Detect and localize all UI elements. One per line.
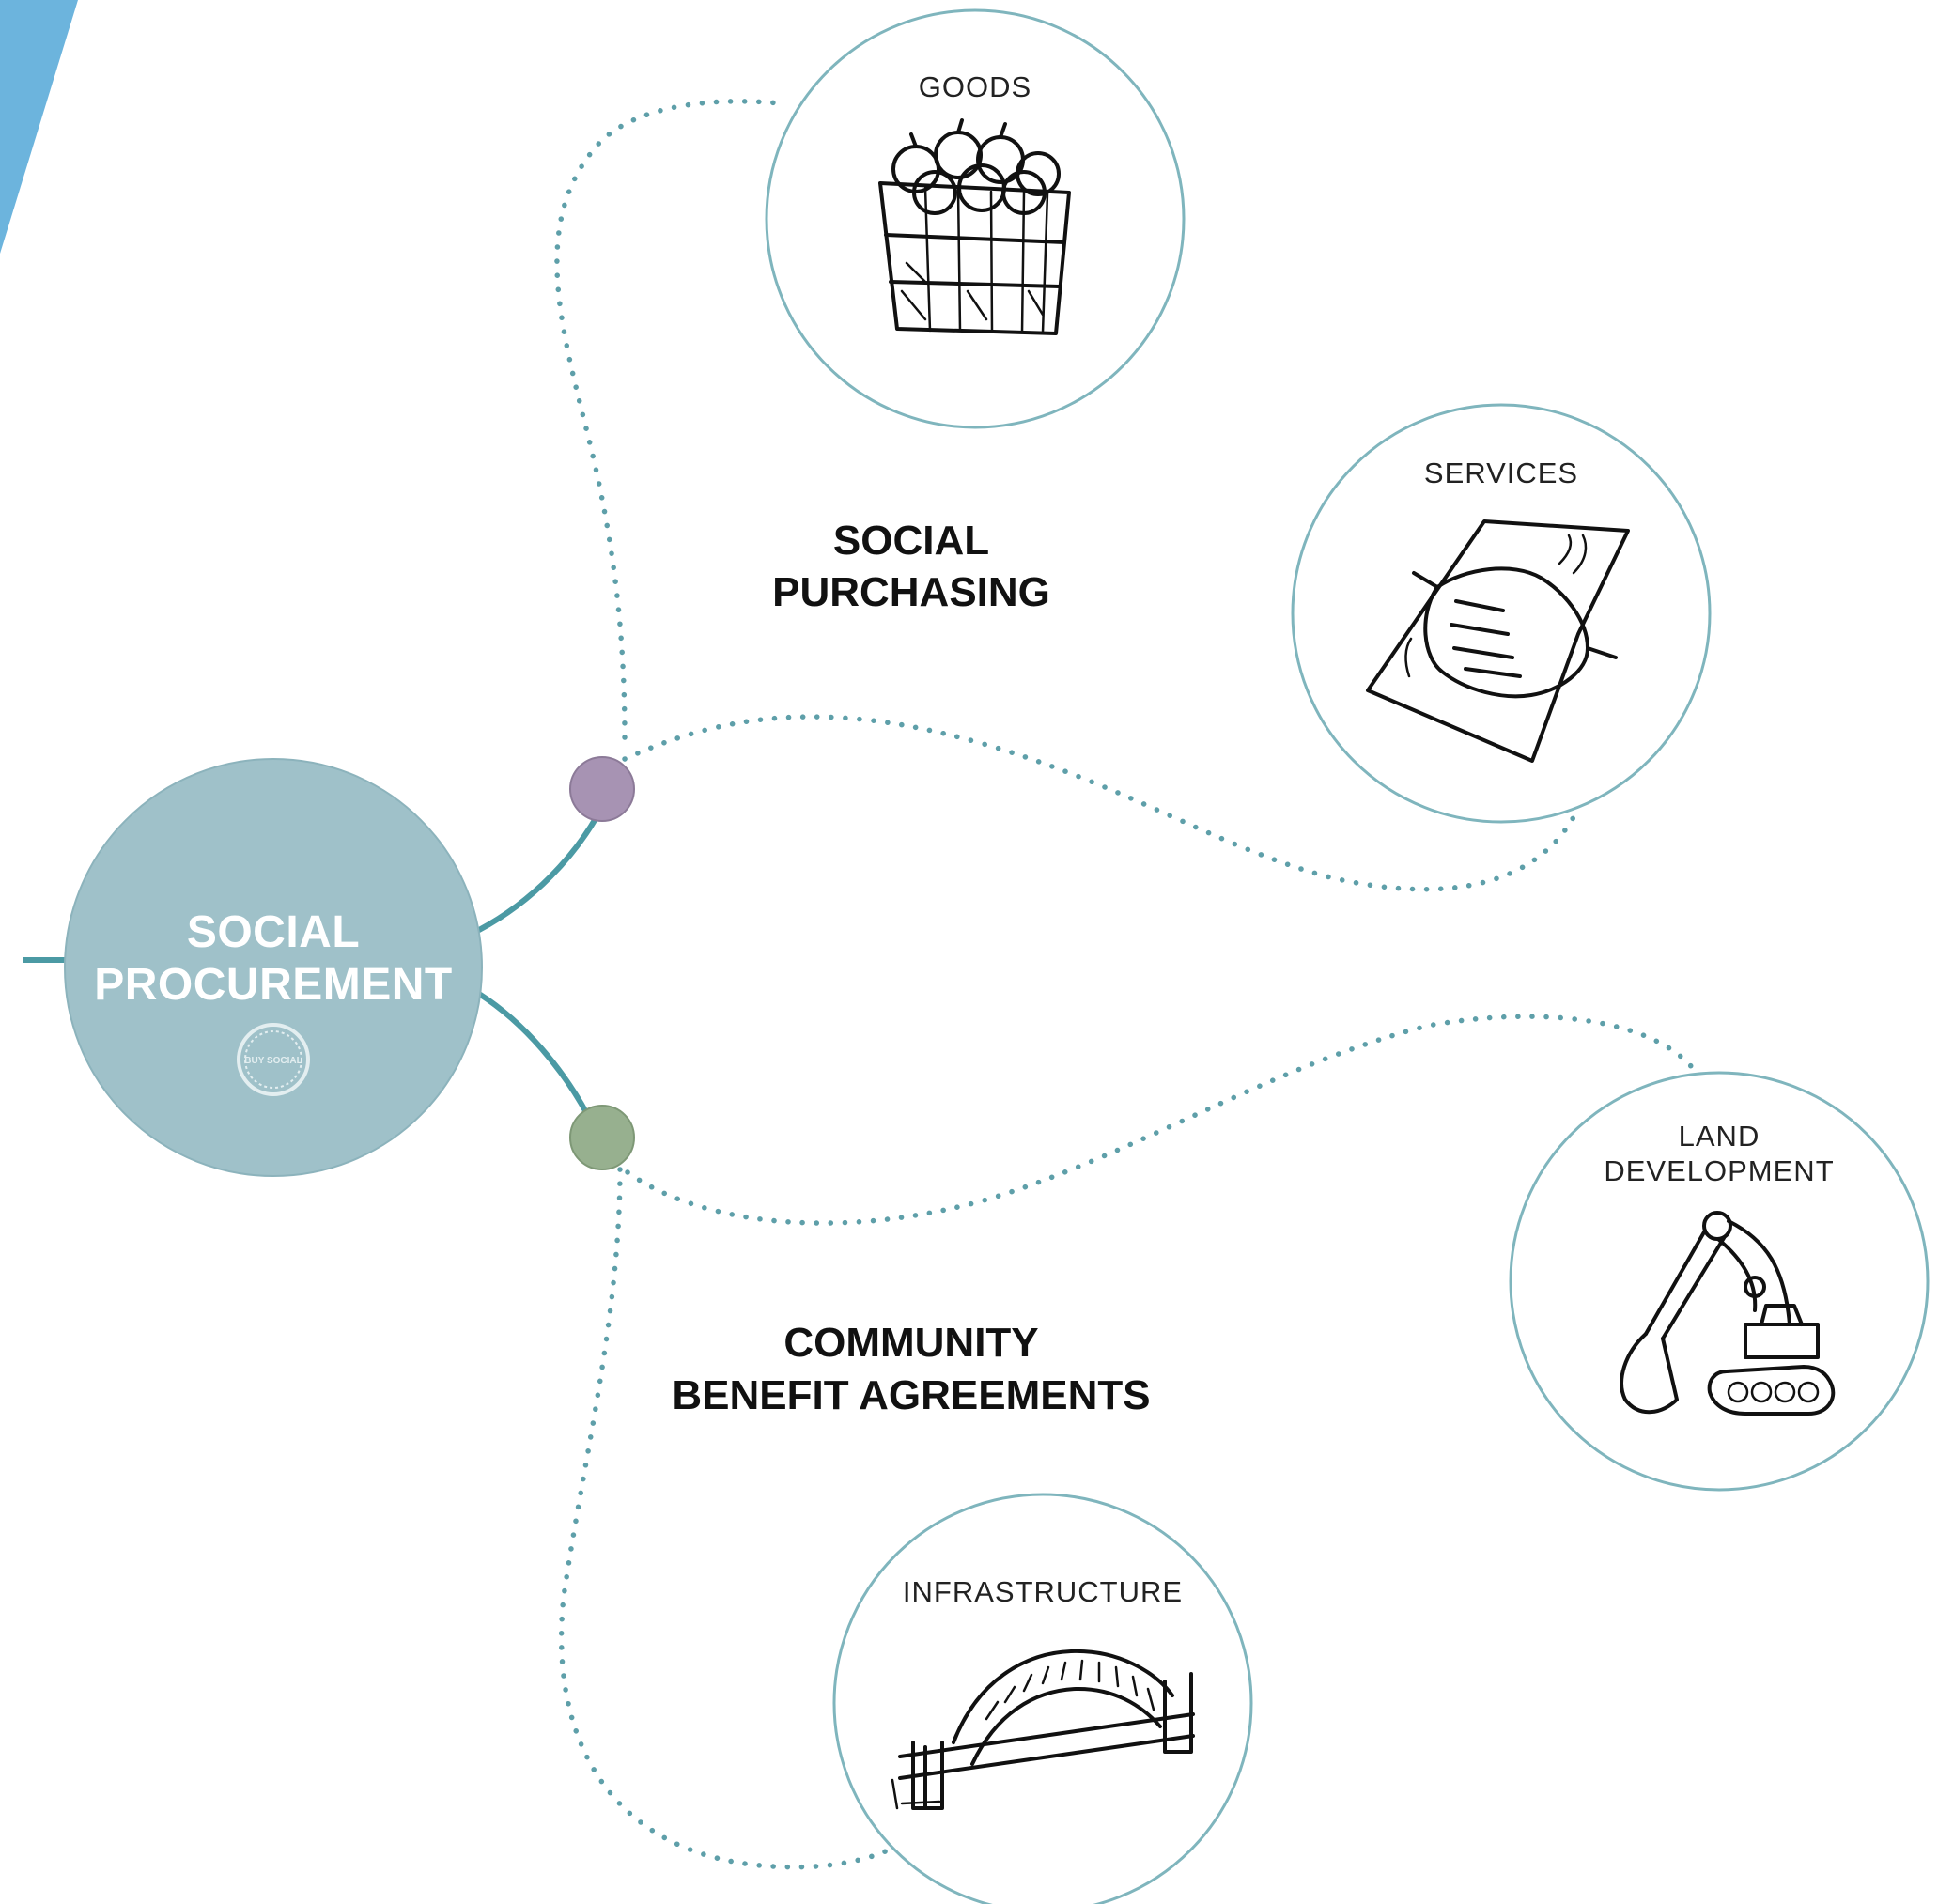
node-land-development-label-line1: LAND [1679, 1120, 1760, 1153]
basket-of-apples-icon [878, 118, 1071, 335]
node-services-label: SERVICES [1424, 457, 1578, 489]
buy-social-badge-icon: BUY SOCIAL [237, 1023, 310, 1096]
community-benefit-label-line1: COMMUNITY [783, 1320, 1038, 1366]
corner-accent-shape [0, 0, 78, 254]
social-purchasing-junction-dot [569, 756, 635, 822]
connector-social-purchasing [476, 813, 600, 933]
community-benefit-label-line2: BENEFIT AGREEMENTS [672, 1372, 1150, 1418]
node-goods-label: GOODS [919, 70, 1031, 103]
community-benefit-junction-dot [569, 1105, 635, 1170]
excavator-icon [1620, 1211, 1836, 1416]
node-land-development-label-line2: DEVELOPMENT [1604, 1154, 1834, 1187]
node-infrastructure-label: INFRASTRUCTURE [903, 1575, 1183, 1608]
hub-social-procurement: SOCIAL PROCUREMENT BUY SOCIAL [64, 758, 483, 1177]
arch-bridge-icon [891, 1649, 1195, 1810]
node-services: SERVICES [1291, 403, 1712, 824]
node-goods: GOODS [765, 8, 1186, 429]
dotted-path-land-development [625, 1014, 1694, 1226]
social-purchasing-label-line1: SOCIAL [833, 518, 989, 564]
hub-title-line2: PROCUREMENT [94, 960, 453, 1010]
hub-title-line1: SOCIAL [187, 907, 360, 957]
node-infrastructure: INFRASTRUCTURE [832, 1493, 1253, 1904]
dotted-path-goods [554, 99, 783, 740]
badge-text: BUY SOCIAL [244, 1056, 302, 1066]
social-purchasing-label-line2: PURCHASING [772, 569, 1050, 615]
handshake-over-contract-icon [1366, 519, 1630, 763]
dotted-path-infrastructure [558, 1167, 891, 1870]
connector-community-benefit [476, 991, 590, 1117]
node-land-development: LAND DEVELOPMENT [1509, 1071, 1930, 1492]
